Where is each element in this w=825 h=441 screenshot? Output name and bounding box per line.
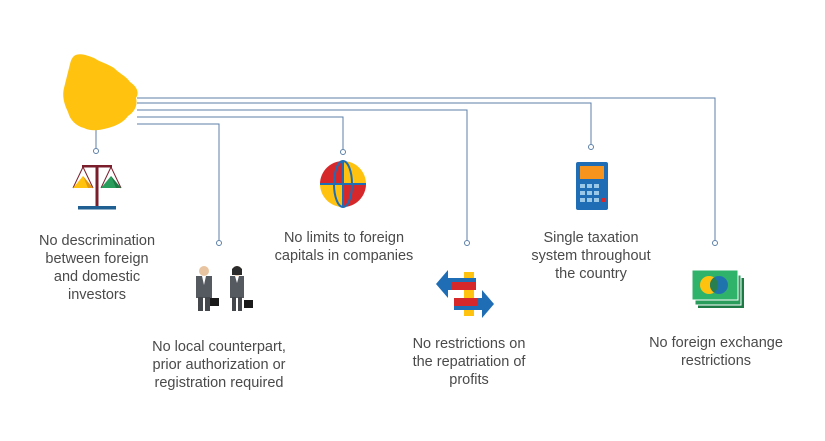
- label-no-local-counterpart: No local counterpart, prior authorizatio…: [152, 339, 286, 391]
- connector-6: [137, 97, 716, 240]
- connector-2: [137, 123, 220, 240]
- connector-4: [137, 109, 468, 240]
- connector-dot-2: [216, 240, 222, 246]
- connector-dot-6: [712, 240, 718, 246]
- label-single-taxation: Single taxation system throughout the co…: [531, 230, 651, 282]
- scales-icon: [72, 165, 122, 210]
- banknotes-icon: [692, 270, 744, 308]
- connector-5: [137, 102, 592, 144]
- calculator-icon: [576, 162, 608, 210]
- label-no-exchange-restrictions: No foreign exchange restrictions: [649, 335, 783, 369]
- connector-dot-5: [588, 144, 594, 150]
- connector-dot-4: [464, 240, 470, 246]
- exchange-arrows-icon: [436, 270, 494, 318]
- label-no-limits-capitals: No limits to foreign capitals in compani…: [274, 230, 414, 264]
- label-no-discrimination: No descrimination between foreign and do…: [38, 233, 156, 303]
- business-people-icon: [196, 266, 253, 311]
- connector-3: [137, 116, 344, 149]
- uruguay-map-icon: [63, 54, 138, 131]
- globe-icon: [320, 160, 366, 208]
- connector-dot-1: [93, 148, 99, 154]
- connector-dot-3: [340, 149, 346, 155]
- label-no-restrictions-repatriation: No restrictions on the repatriation of p…: [412, 336, 526, 388]
